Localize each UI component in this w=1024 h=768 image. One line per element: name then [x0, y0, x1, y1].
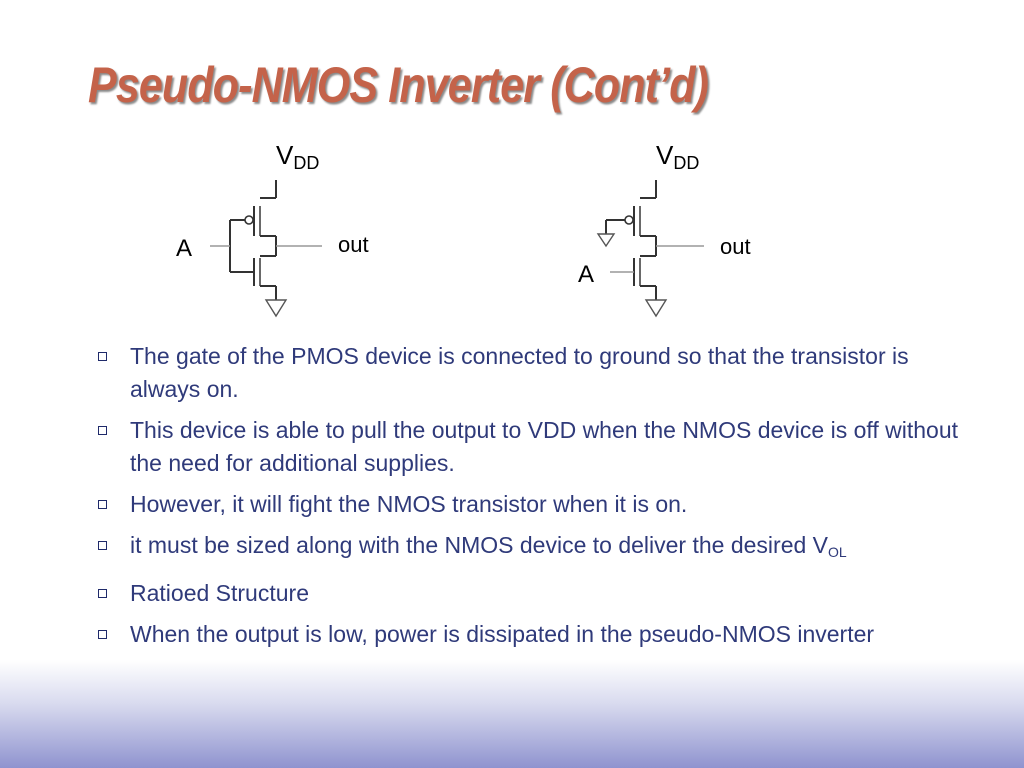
bullet-item: When the output is low, power is dissipa…	[92, 618, 962, 651]
input-label-a: A	[578, 261, 594, 288]
bullet-text: it must be sized along with the NMOS dev…	[130, 532, 829, 558]
circuit-diagram-left: VDD A out	[176, 140, 369, 318]
bullet-text: Ratioed Structure	[130, 580, 309, 606]
pmos-gate-ground	[596, 219, 625, 248]
bullet-item: However, it will fight the NMOS transist…	[92, 488, 962, 521]
input-wiring	[210, 219, 254, 273]
bullet-item: Ratioed Structure	[92, 577, 962, 610]
bullet-text: However, it will fight the NMOS transist…	[130, 491, 688, 517]
bullet-item: The gate of the PMOS device is connected…	[92, 340, 962, 406]
bullet-item: This device is able to pull the output t…	[92, 414, 962, 480]
bullet-text: When the output is low, power is dissipa…	[130, 621, 875, 647]
square-bullet-icon	[98, 541, 107, 550]
slide-title: Pseudo-NMOS Inverter (Cont’d)	[88, 57, 709, 113]
footer-gradient-band	[0, 660, 1024, 768]
square-bullet-icon	[98, 630, 107, 639]
vdd-label: VDD	[276, 140, 319, 173]
vdd-label: VDD	[656, 140, 699, 173]
nmos-transistor	[633, 255, 657, 300]
nmos-transistor	[253, 255, 277, 300]
square-bullet-icon	[98, 352, 107, 361]
output-label: out	[338, 232, 369, 257]
bullet-list: The gate of the PMOS device is connected…	[92, 340, 962, 659]
square-bullet-icon	[98, 589, 107, 598]
pmos-transistor	[624, 180, 657, 256]
bullet-subscript: OL	[828, 544, 847, 560]
output-label: out	[720, 234, 751, 259]
square-bullet-icon	[98, 500, 107, 509]
input-label-a: A	[176, 235, 192, 262]
bullet-text: This device is able to pull the output t…	[130, 417, 958, 476]
ground-symbol	[264, 299, 288, 318]
pmos-transistor	[244, 180, 277, 256]
bullet-text: The gate of the PMOS device is connected…	[130, 343, 909, 402]
bullet-item: it must be sized along with the NMOS dev…	[92, 529, 962, 569]
square-bullet-icon	[98, 426, 107, 435]
ground-symbol	[644, 299, 668, 318]
circuit-diagram-right: VDD out A	[578, 140, 751, 318]
